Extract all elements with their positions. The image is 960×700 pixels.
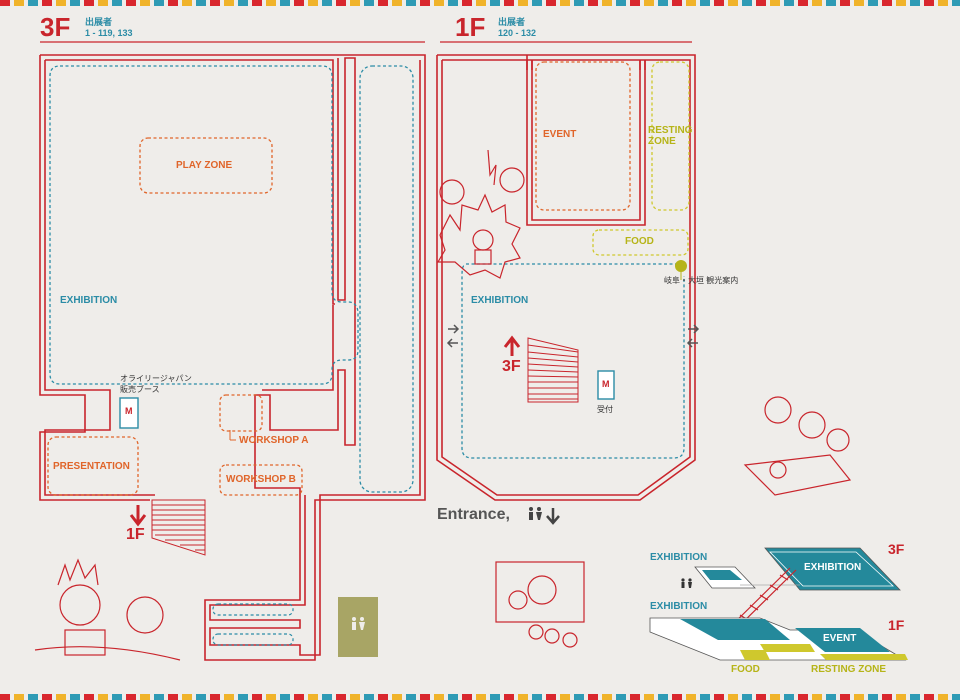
yellow-zones-1f: [592, 61, 690, 256]
legend-3d: [649, 547, 908, 661]
stairs-1f: [527, 337, 579, 403]
legend-3f-label: 3F: [888, 541, 905, 557]
event-zone: [535, 61, 631, 211]
booth-box: [119, 397, 139, 429]
corridor-slots: [212, 603, 294, 646]
walls-3f: [39, 54, 426, 661]
side-door-arrows-icon: [446, 324, 700, 348]
exhibition-1f-label[interactable]: EXHIBITION: [471, 295, 529, 306]
exhibition-area-3f: [49, 65, 414, 493]
bottom-stripe: [0, 694, 960, 700]
legend-resting-zone: RESTING ZONE: [811, 664, 887, 675]
arrow-down-3f-icon: [129, 505, 147, 527]
oreilly-booth-label-1: オライリージャパン: [120, 374, 192, 383]
stairs-3f: [151, 499, 206, 556]
legend-exhibition-1f-side: EXHIBITION: [650, 601, 708, 612]
reception-maker-mark: M: [602, 379, 610, 389]
arrow-up-1f-icon: [503, 335, 521, 356]
legend-exhibition-3f-block: EXHIBITION: [804, 562, 862, 573]
cutout: [448, 70, 678, 255]
zones-3f: [47, 137, 303, 496]
booth-maker-mark: M: [125, 406, 133, 416]
resting-label-1[interactable]: RESTING: [648, 125, 693, 136]
tourist-info-label: 岐阜・大垣 観光案内: [664, 276, 739, 285]
exhibition-3f-label[interactable]: EXHIBITION: [60, 295, 118, 306]
robot-illustration: [436, 149, 525, 279]
people-illustration: [743, 396, 852, 496]
reception-label: 受付: [597, 405, 613, 414]
resting-label-2[interactable]: ZONE: [648, 136, 676, 147]
legend-event-block: EVENT: [823, 633, 857, 644]
floor-1f-label: 1F: [455, 12, 486, 42]
oreilly-booth-label-2: 販売ブース: [120, 385, 160, 394]
legend-1f-label: 1F: [888, 617, 905, 633]
info-marker-icon: [675, 260, 687, 272]
top-stripe: [0, 0, 960, 6]
board-illustration: [495, 561, 585, 648]
entrance-label[interactable]: Entrance,: [437, 506, 510, 523]
exhibitors-3f-label: 出展者: [85, 17, 113, 27]
food-label[interactable]: FOOD: [625, 236, 654, 247]
stairs-down-1f-label: 1F: [126, 526, 145, 543]
legend-exhibition-3f-side: EXHIBITION: [650, 552, 708, 563]
workshop-b-label[interactable]: WORKSHOP B: [226, 474, 296, 485]
entrance-arrow-icon: [546, 508, 560, 525]
exhibitors-1f-range: 120 - 132: [498, 28, 537, 38]
workshop-a-label[interactable]: WORKSHOP A: [239, 435, 309, 446]
floor-3f-label: 3F: [40, 12, 71, 42]
reception-box: [597, 370, 615, 400]
event-label[interactable]: EVENT: [543, 129, 577, 140]
legend-food: FOOD: [731, 664, 760, 675]
kids-illustration: [34, 558, 181, 661]
restroom-icon: [352, 617, 365, 630]
restroom-box: [338, 597, 378, 657]
exhibitors-1f-label: 出展者: [498, 17, 526, 27]
exhibitors-3f-range: 1 - 119, 133: [85, 28, 133, 38]
exhibition-area-1f: [461, 263, 685, 459]
presentation-label[interactable]: PRESENTATION: [53, 461, 130, 472]
play-zone-label[interactable]: PLAY ZONE: [176, 160, 233, 171]
entrance-restroom-icon: [529, 507, 542, 520]
stairs-up-3f-label: 3F: [502, 358, 521, 375]
